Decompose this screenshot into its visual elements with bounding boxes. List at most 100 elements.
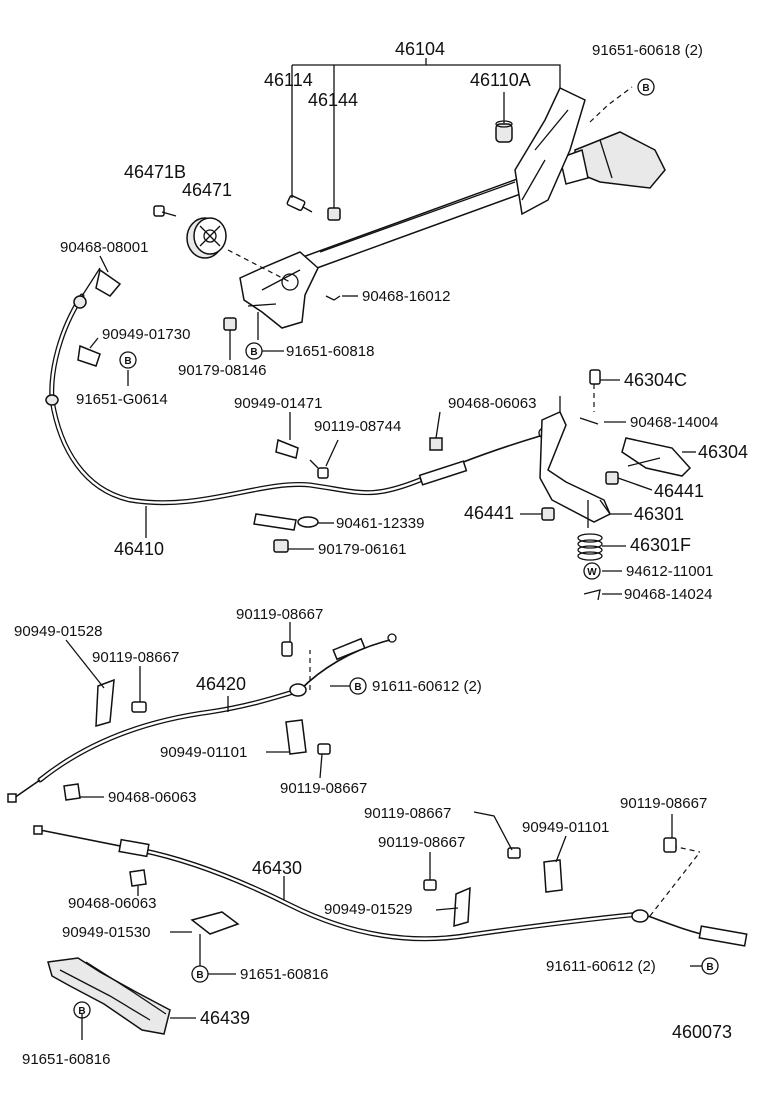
label-46304c: 46304C [624,370,687,390]
bolt-badge-91611-60612-mid: B [349,677,367,695]
label-90119-08744: 90119-08744 [314,418,401,435]
label-90949-01471: 90949-01471 [234,395,322,412]
bolt-90119-08667-lower [423,852,437,891]
label-90468-14004: 90468-14004 [630,414,718,431]
label-90949-01730: 90949-01730 [102,326,190,343]
bush-46110a [495,120,513,143]
label-90119-08667-mid: 90119-08667 [280,780,367,797]
label-46439: 46439 [200,1008,250,1028]
svg-text:B: B [250,347,257,358]
bolt-90119-08744 [309,439,339,479]
label-90119-08667-lower: 90119-08667 [378,834,465,851]
label-90949-01530: 90949-01530 [62,924,150,941]
clip-90468-14004 [579,417,626,425]
label-91651-60816-bottom: 91651-60816 [22,1051,110,1068]
pin-90468-16012 [325,295,358,301]
label-91611-60612-mid: 91611-60612 (2) [372,678,482,695]
clip-90468-06063-mid [63,783,104,801]
svg-text:B: B [196,970,203,981]
label-46420: 46420 [196,674,246,694]
label-46104: 46104 [395,39,445,59]
svg-text:B: B [124,356,131,367]
clip-90949-01101-lower [543,835,567,893]
label-90179-06161: 90179-06161 [318,541,406,558]
label-46430: 46430 [252,858,302,878]
clip-90468-08001 [95,255,122,297]
clip-90949-01528 [65,639,115,728]
clip-90468-14024 [583,589,622,601]
label-94612-11001: 94612-11001 [626,563,713,580]
label-46441-right: 46441 [654,481,704,501]
bolt-46471b [153,205,177,217]
clip-90468-06063-lower [129,869,147,896]
label-90461-12339: 90461-12339 [336,515,424,532]
clip-90949-01529 [435,886,471,928]
label-90119-08667-center: 90119-08667 [364,805,451,822]
bolt-90119-08667-right [663,814,677,853]
label-90468-08001: 90468-08001 [60,239,148,256]
svg-text:B: B [78,1006,85,1017]
nut-46441-left [520,507,555,521]
label-46471: 46471 [182,180,232,200]
bolt-91651-60818 [247,303,277,340]
label-90468-14024: 90468-14024 [624,586,712,603]
protector-46439 [47,957,196,1040]
label-90179-08146: 90179-08146 [178,362,266,379]
label-91651-60816-lower: 91651-60816 [240,966,328,983]
equalizer-46301 [539,396,632,528]
label-46301: 46301 [634,504,684,524]
label-91651-g0614: 91651-G0614 [76,391,168,408]
label-46110a: 46110A [470,70,531,90]
label-90468-16012: 90468-16012 [362,288,450,305]
bolt-badge-91651-60618: B [637,78,655,96]
pin-46114 [286,194,313,213]
label-90949-01529: 90949-01529 [324,901,412,918]
bolt-badge-91651-60818: B [245,342,263,360]
label-90468-06063-lower: 90468-06063 [68,895,156,912]
label-91651-60618: 91651-60618 (2) [592,42,703,59]
label-90949-01101-lower: 90949-01101 [522,819,609,836]
svg-text:B: B [354,682,361,693]
label-46471b: 46471B [124,162,186,182]
clip-90949-01530 [170,911,240,966]
label-46410: 46410 [114,539,164,559]
bolt-90119-08667-center [473,811,521,859]
clip-90949-01101-mid [266,719,307,755]
label-90949-01528: 90949-01528 [14,623,102,640]
svg-text:B: B [706,962,713,973]
label-90119-08667-top: 90119-08667 [236,606,323,623]
bolt-90119-08667-top [281,622,293,657]
label-46441-left: 46441 [464,503,514,523]
clip-90461-12339 [253,513,334,531]
bolt-badge-91651-60816-lower: B [191,965,209,983]
pulley-46471 [186,217,227,259]
label-90949-01101-mid: 90949-01101 [160,744,247,761]
clip-90949-01730 [77,337,101,367]
label-46304: 46304 [698,442,748,462]
cable-46420 [7,633,397,803]
nut-46441-right [605,471,653,491]
svg-text:B: B [642,83,649,94]
cable-46430 [33,825,748,947]
label-90468-06063-front: 90468-06063 [448,395,536,412]
clip-90949-01471 [275,412,299,459]
nut-90179-08146 [223,317,237,360]
parking-brake-lever-assembly [239,58,666,329]
label-91611-60612-lower: 91611-60612 (2) [546,958,656,975]
front-cable-46410 [45,267,550,538]
diagram-code: 460073 [672,1022,732,1042]
pin-46304c [589,369,620,412]
bolt-90119-08667-mid-left [131,666,147,713]
label-46301f: 46301F [630,535,691,555]
label-90119-08667-right: 90119-08667 [620,795,707,812]
bolt-badge-91651-60816-bottom: B [73,1001,91,1019]
bolt-90119-08667-mid [317,743,331,779]
washer-badge-94612-11001: W [583,562,601,580]
label-46144: 46144 [308,90,358,110]
bolt-badge-91611-60612-lower: B [701,957,719,975]
bracket-46304 [621,437,696,477]
label-46114: 46114 [264,70,313,90]
nut-90179-06161 [273,539,314,553]
label-90119-08667-mid-left: 90119-08667 [92,649,179,666]
